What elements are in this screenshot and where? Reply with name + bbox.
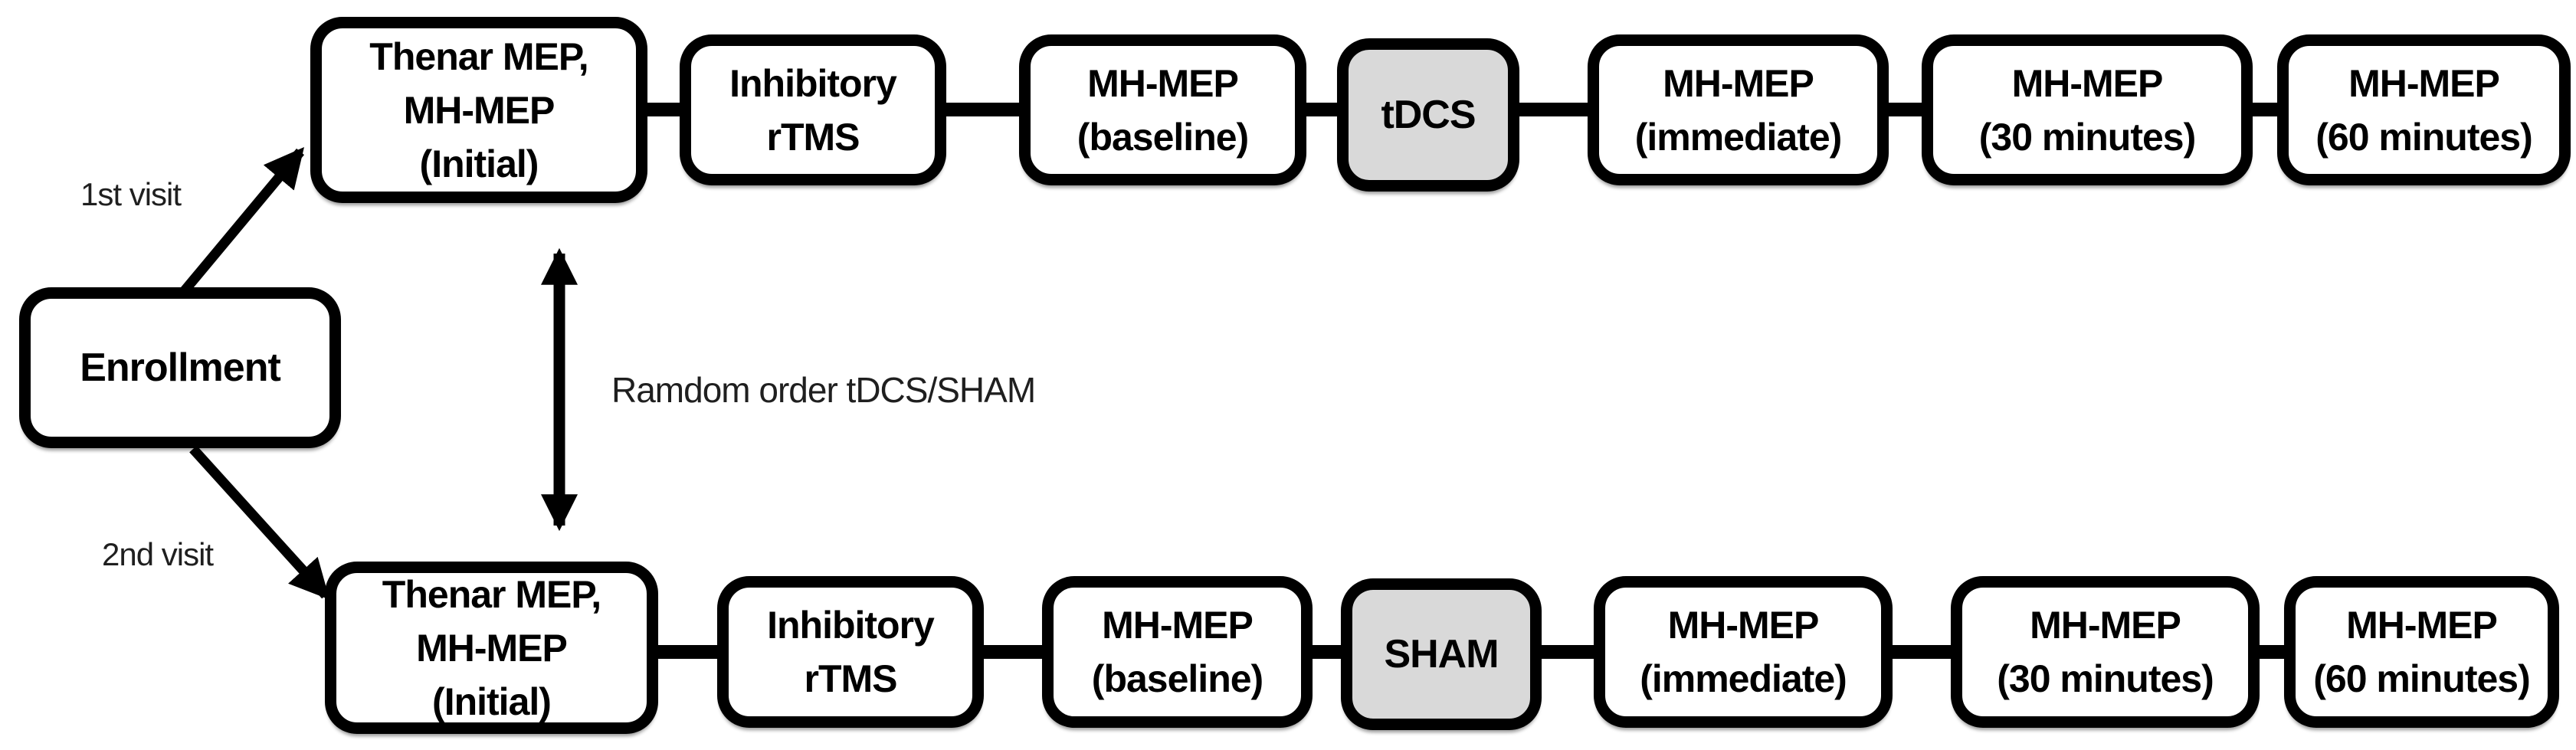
- box-row2-inhibitory-rtms: Inhibitory rTMS: [717, 576, 984, 728]
- box-line: (60 minutes): [2315, 115, 2533, 159]
- second-visit-arrow: [189, 445, 330, 600]
- box-line: (baseline): [1077, 115, 1249, 159]
- box-line: MH-MEP: [1663, 61, 1814, 105]
- box-row2-mhmep-immediate: MH-MEP (immediate): [1594, 576, 1893, 728]
- box-line: (immediate): [1640, 657, 1847, 700]
- box-line: MH-MEP: [416, 626, 568, 670]
- box-line: (30 minutes): [1978, 115, 2197, 159]
- box-text: MH-MEP (30 minutes): [1978, 57, 2197, 164]
- connector: [1884, 103, 1926, 116]
- box-text: MH-MEP (immediate): [1640, 598, 1847, 706]
- box-text: Thenar MEP, MH-MEP (Initial): [382, 568, 601, 729]
- box-text: MH-MEP (30 minutes): [1997, 598, 2214, 706]
- box-text: Thenar MEP, MH-MEP (Initial): [369, 30, 588, 191]
- second-visit-label: 2nd visit: [102, 536, 214, 572]
- box-line: MH-MEP: [1667, 604, 1820, 647]
- box-enrollment: Enrollment: [19, 287, 341, 448]
- box-line: MH-MEP: [2348, 61, 2500, 105]
- box-row2-mhmep-baseline: MH-MEP (baseline): [1042, 576, 1313, 728]
- box-row2-mhmep-60min: MH-MEP (60 minutes): [2284, 576, 2559, 728]
- connector: [979, 645, 1047, 659]
- connector: [2255, 645, 2289, 659]
- box-text: MH-MEP (60 minutes): [2315, 57, 2533, 164]
- box-row1-thenar-mep-initial: Thenar MEP, MH-MEP (Initial): [310, 17, 647, 203]
- box-line: Thenar MEP,: [382, 572, 601, 616]
- connector: [1515, 103, 1592, 116]
- box-row1-mhmep-30min: MH-MEP (30 minutes): [1922, 34, 2253, 185]
- box-text: MH-MEP (immediate): [1634, 57, 1843, 164]
- random-order-label: Ramdom order tDCS/SHAM: [611, 370, 1036, 410]
- box-row1-tdcs: tDCS: [1337, 38, 1519, 192]
- first-visit-label: 1st visit: [80, 176, 182, 212]
- box-line: (Initial): [419, 142, 539, 185]
- box-line: (Initial): [432, 680, 552, 723]
- box-row2-mhmep-30min: MH-MEP (30 minutes): [1951, 576, 2260, 728]
- box-row1-inhibitory-rtms: Inhibitory rTMS: [680, 34, 946, 185]
- connector: [1537, 645, 1598, 659]
- box-row2-thenar-mep-initial: Thenar MEP, MH-MEP (Initial): [325, 562, 658, 734]
- box-line: Inhibitory: [729, 61, 897, 105]
- box-line: Thenar MEP,: [369, 34, 588, 78]
- box-line: MH-MEP: [2011, 61, 2164, 105]
- box-line: (baseline): [1091, 657, 1263, 700]
- box-line: MH-MEP: [2030, 604, 2181, 647]
- connector: [643, 103, 684, 116]
- box-row1-mhmep-baseline: MH-MEP (baseline): [1019, 34, 1306, 185]
- box-line: (30 minutes): [1997, 657, 2214, 700]
- connector: [942, 103, 1024, 116]
- box-line: MH-MEP: [403, 88, 556, 132]
- box-line: (60 minutes): [2313, 657, 2531, 700]
- box-row1-mhmep-immediate: MH-MEP (immediate): [1588, 34, 1889, 185]
- connector: [1302, 103, 1342, 116]
- box-line: MH-MEP: [1087, 61, 1239, 105]
- box-line: tDCS: [1381, 92, 1476, 137]
- connector: [654, 645, 722, 659]
- first-visit-arrow: [174, 147, 304, 303]
- box-line: (immediate): [1634, 115, 1843, 159]
- box-line: SHAM: [1384, 631, 1499, 676]
- box-line: MH-MEP: [1102, 604, 1254, 647]
- box-text: Inhibitory rTMS: [729, 57, 897, 164]
- box-line: rTMS: [766, 115, 860, 159]
- box-text: MH-MEP (baseline): [1092, 598, 1263, 706]
- box-line: MH-MEP: [2346, 604, 2498, 647]
- box-row1-mhmep-60min: MH-MEP (60 minutes): [2277, 34, 2571, 185]
- box-line: rTMS: [804, 657, 897, 700]
- connector: [1308, 645, 1345, 659]
- box-text: Inhibitory rTMS: [767, 598, 935, 706]
- box-line: Inhibitory: [767, 604, 935, 647]
- box-text: MH-MEP (60 minutes): [2313, 598, 2531, 706]
- connector: [1888, 645, 1955, 659]
- box-text: MH-MEP (baseline): [1077, 57, 1249, 164]
- box-enrollment-label: Enrollment: [80, 345, 281, 390]
- connector: [2248, 103, 2282, 116]
- box-row2-sham: SHAM: [1341, 578, 1542, 730]
